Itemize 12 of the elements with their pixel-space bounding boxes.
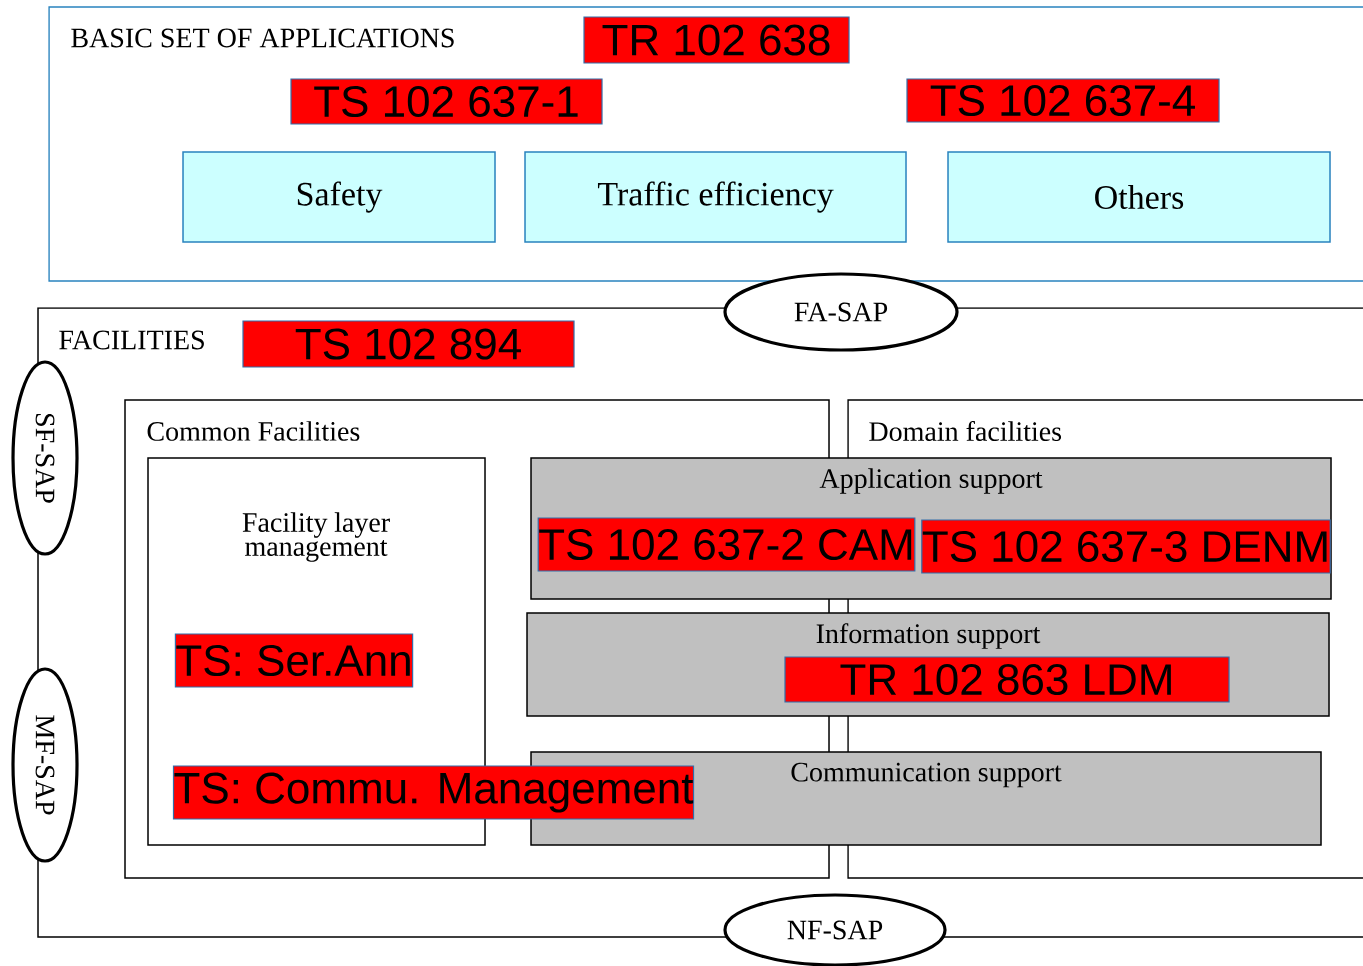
standard-tag: TS 102 637-2 CAM [537, 517, 916, 572]
standard-tag: TS: Ser.Ann [174, 633, 414, 688]
application-box: Traffic efficiency [524, 151, 907, 243]
application-box: Others [947, 151, 1331, 243]
standard-tag: TS 102 637-1 [290, 78, 603, 125]
standard-tag: TR 102 638 [583, 16, 850, 64]
standard-tag: TS 102 637-3 DENM [921, 519, 1331, 574]
standard-tag: TS 102 894 [242, 320, 575, 368]
standard-tag: TS 102 637-4 [906, 78, 1220, 123]
application-box: Safety [182, 151, 496, 243]
standard-tag: TR 102 863 LDM [784, 656, 1230, 703]
node-label: NF-SAP [787, 920, 883, 940]
